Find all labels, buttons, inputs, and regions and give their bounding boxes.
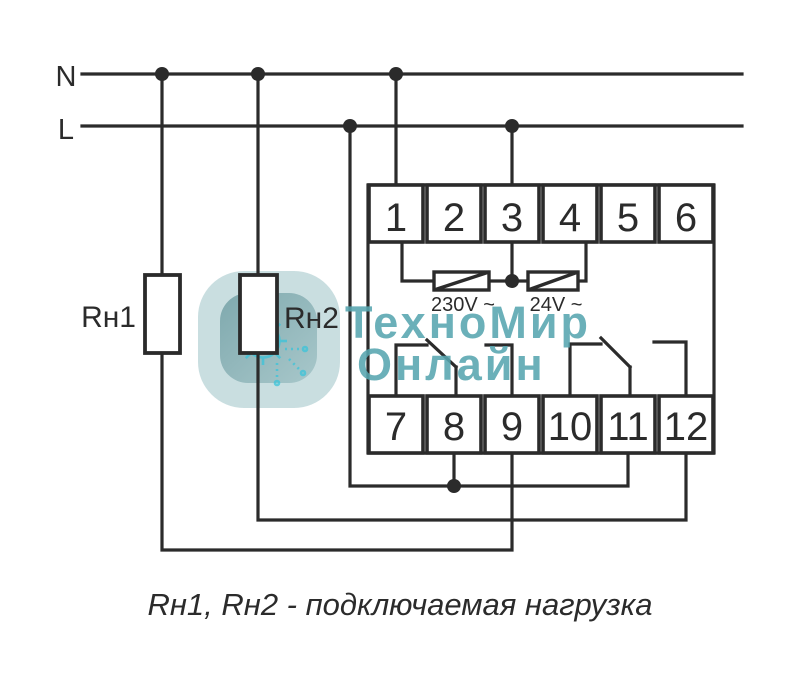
terminal-box-7 [367, 394, 425, 455]
coil-symbols [432, 270, 580, 292]
terminal-box-9 [483, 394, 541, 455]
terminal-box-5 [599, 183, 657, 244]
terminal-11-number: 11 [607, 405, 649, 449]
terminal-box-10 [541, 394, 599, 455]
watermark-text: ТехноМир Онлайн [345, 297, 591, 390]
junction-dots [155, 67, 519, 493]
contact2-nc-fixed [568, 342, 603, 398]
terminal-box-11 [599, 394, 657, 455]
watermark-line2: Онлайн [357, 339, 546, 390]
contact2-blade [598, 335, 633, 370]
coil-230v-label: 230V ~ [431, 294, 495, 316]
terminal-8-number: 8 [443, 405, 465, 449]
junction-dot [505, 274, 519, 288]
terminal-6-number: 6 [675, 196, 697, 240]
wire-coil2-to-terminal4 [576, 240, 588, 283]
terminal-2-number: 2 [443, 196, 465, 240]
phase-label: L [58, 114, 74, 146]
wire-load1-to-terminal9 [160, 351, 514, 552]
wire-l-to-commons [348, 124, 630, 488]
contact1-no-fixed [484, 343, 514, 398]
coil-230v-diagonal [433, 270, 490, 292]
relay-device [366, 183, 716, 455]
wire-terminal1-to-coil1 [400, 240, 436, 283]
contact1-nc-fixed [394, 343, 429, 398]
terminal-box-8 [425, 394, 483, 455]
terminal-5-number: 5 [617, 196, 639, 240]
neutral-label: N [56, 61, 77, 93]
junction-dot [389, 67, 403, 81]
terminal-12-number: 12 [664, 405, 709, 449]
terminal-box-1 [367, 183, 425, 244]
terminal-10-number: 10 [548, 405, 593, 449]
wire-load2-to-terminal12 [256, 351, 688, 522]
coil-24v-label: 24V ~ [530, 294, 583, 316]
terminal-7-number: 7 [385, 405, 407, 449]
terminal-box-3 [483, 183, 541, 244]
coil-24v-diagonal [527, 270, 579, 292]
load-symbols [143, 273, 279, 355]
junction-dot [505, 119, 519, 133]
junction-dot [447, 479, 461, 493]
terminal-box-6 [657, 183, 715, 244]
junction-dot [343, 119, 357, 133]
load2-label: Rн2 [284, 302, 339, 335]
contact1-blade [424, 337, 459, 370]
junction-dot [251, 67, 265, 81]
load1-symbol [143, 273, 182, 355]
terminal-numbers: 1 2 3 4 5 6 7 8 9 10 11 12 [385, 196, 708, 449]
terminal-3-number: 3 [501, 196, 523, 240]
terminal-box-4 [541, 183, 599, 244]
contact2-no-fixed [652, 340, 688, 398]
device-outline [366, 183, 716, 455]
load2-symbol [238, 273, 279, 355]
caption: Rн1, Rн2 - подключаемая нагрузка [147, 587, 652, 622]
terminal-9-number: 9 [501, 405, 523, 449]
junction-dot [155, 67, 169, 81]
load1-label: Rн1 [81, 301, 136, 334]
labels: N L Rн1 Rн2 230V ~ 24V ~ 1 2 3 4 5 6 7 8… [56, 61, 709, 622]
terminal-4-number: 4 [559, 196, 581, 240]
terminal-1-number: 1 [385, 196, 407, 240]
watermark-line1: ТехноМир [345, 297, 591, 348]
terminal-box-12 [657, 394, 715, 455]
wires [80, 72, 744, 552]
terminal-box-2 [425, 183, 483, 244]
